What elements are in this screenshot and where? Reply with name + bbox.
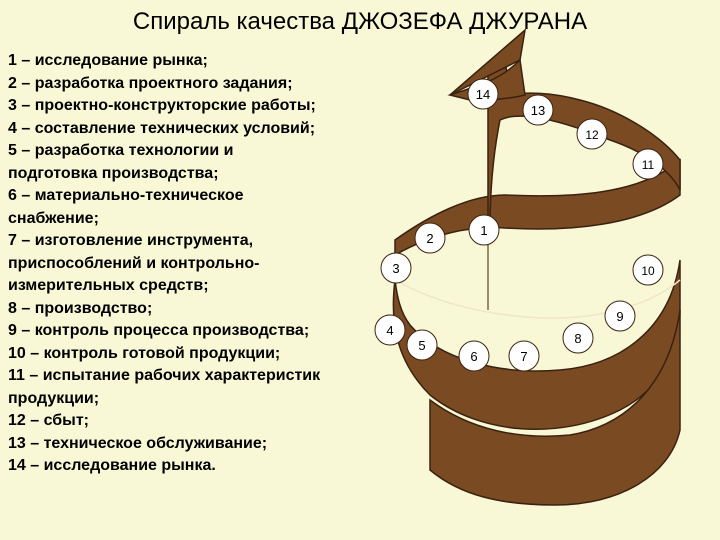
stage-label-11: 11 [632, 148, 664, 180]
list-line: 13 – техническое обслуживание; [8, 434, 268, 452]
list-line: 6 – материально-техническое [8, 187, 244, 204]
list-line: 14 – исследование рынка. [8, 457, 216, 474]
svg-text:2: 2 [426, 231, 433, 246]
stage-label-1: 1 [468, 214, 500, 246]
svg-text:11: 11 [642, 158, 655, 172]
stage-label-12: 12 [576, 118, 608, 150]
stage-label-14: 14 [467, 78, 499, 110]
stage-label-6: 6 [458, 340, 490, 372]
stage-label-7: 7 [508, 340, 540, 372]
svg-text:8: 8 [574, 331, 581, 346]
stage-label-2: 2 [414, 222, 446, 254]
list-line: 4 – составление технических условий; [8, 119, 316, 137]
list-line: 7 – изготовление инструмента, [8, 232, 254, 249]
list-line: 11 – испытание рабочих характеристик [8, 367, 321, 384]
stage-label-13: 13 [522, 94, 554, 126]
list-line: подготовка производства; [8, 164, 219, 182]
slide-title: Спираль качества ДЖОЗЕФА ДЖУРАНА [132, 8, 588, 35]
svg-text:13: 13 [531, 103, 545, 118]
svg-text:9: 9 [616, 309, 623, 324]
svg-text:5: 5 [418, 338, 425, 353]
stage-label-10: 10 [632, 254, 664, 286]
list-line: приспособлений и контрольно- [8, 254, 260, 272]
svg-text:3: 3 [392, 261, 399, 276]
stage-label-9: 9 [604, 300, 636, 332]
list-line: 3 – проектно-конструкторские работы; [8, 97, 316, 114]
list-line: снабжение; [8, 209, 99, 227]
stage-label-5: 5 [406, 329, 438, 361]
list-line: 5 – разработка технологии и [8, 142, 234, 159]
spiral-band-edge [394, 279, 681, 319]
svg-text:14: 14 [476, 87, 490, 102]
list-line: 1 – исследование рынка; [8, 52, 208, 69]
list-line: измерительных средств; [8, 277, 209, 294]
stage-label-3: 3 [380, 252, 412, 284]
stage-label-8: 8 [562, 322, 594, 354]
list-line: 12 – сбыт; [8, 412, 89, 429]
svg-text:7: 7 [520, 349, 527, 364]
stage-label-4: 4 [374, 314, 406, 346]
svg-text:6: 6 [470, 349, 477, 364]
list-line: 10 – контроль готовой продукции; [8, 344, 281, 362]
list-line: 9 – контроль процесса производства; [8, 322, 310, 339]
svg-text:1: 1 [480, 223, 487, 238]
spiral-band-bottom [429, 309, 681, 506]
svg-text:12: 12 [585, 128, 599, 142]
spiral-arrow-head [449, 28, 527, 96]
stage-description-list: 1 – исследование рынка; 2 – разработка п… [8, 50, 408, 478]
list-line: продукции; [8, 389, 100, 407]
svg-text:4: 4 [386, 323, 393, 338]
list-line: 2 – разработка проектного задания; [8, 74, 293, 92]
list-line: 8 – производство; [8, 299, 153, 317]
svg-text:10: 10 [641, 264, 655, 278]
